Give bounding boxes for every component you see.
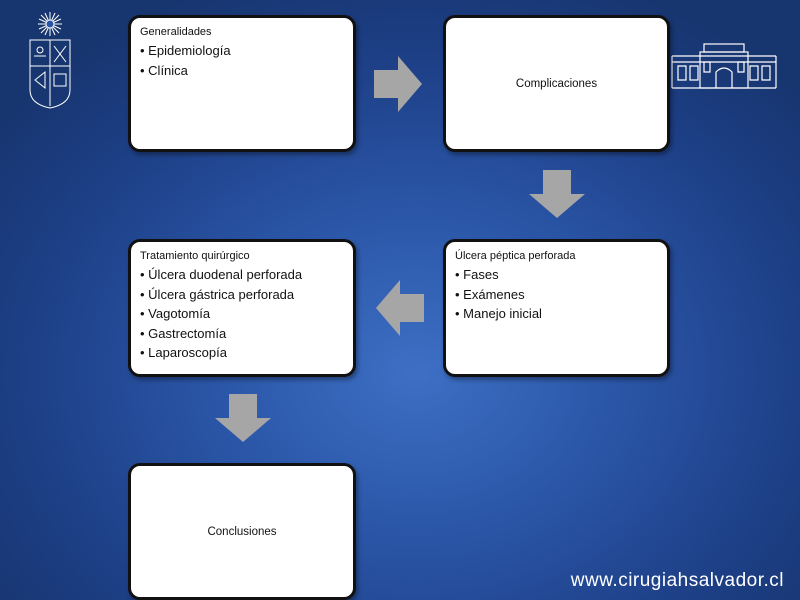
node-title: Complicaciones [515, 77, 598, 90]
university-crest-icon [26, 10, 74, 110]
website-url: www.cirugiahsalvador.cl [570, 570, 784, 591]
node-complicaciones: Complicaciones [443, 15, 670, 152]
list-item: Clínica [140, 61, 344, 81]
arrow-left-icon [376, 280, 424, 336]
node-conclusiones: Conclusiones [128, 463, 356, 600]
node-title: Conclusiones [207, 525, 277, 538]
list-item: Úlcera duodenal perforada [140, 265, 344, 285]
list-item: Laparoscopía [140, 343, 344, 363]
node-title: Tratamiento quirúrgico [140, 250, 250, 262]
node-generalidades: Generalidades Epidemiología Clínica [128, 15, 356, 152]
list-item: Gastrectomía [140, 324, 344, 344]
node-items: Fases Exámenes Manejo inicial [455, 265, 658, 324]
node-title: Generalidades [140, 26, 212, 38]
node-items: Epidemiología Clínica [140, 41, 344, 80]
node-title: Úlcera péptica perforada [455, 250, 576, 262]
arrow-right-icon [374, 56, 422, 112]
hospital-building-icon [670, 42, 778, 92]
list-item: Fases [455, 265, 658, 285]
node-items: Úlcera duodenal perforada Úlcera gástric… [140, 265, 344, 363]
list-item: Manejo inicial [455, 304, 658, 324]
node-tratamiento-quirurgico: Tratamiento quirúrgico Úlcera duodenal p… [128, 239, 356, 377]
list-item: Vagotomía [140, 304, 344, 324]
arrow-down-icon [215, 394, 271, 442]
list-item: Epidemiología [140, 41, 344, 61]
list-item: Úlcera gástrica perforada [140, 285, 344, 305]
list-item: Exámenes [455, 285, 658, 305]
arrow-down-icon [529, 170, 585, 218]
node-ulcera-peptica: Úlcera péptica perforada Fases Exámenes … [443, 239, 670, 377]
